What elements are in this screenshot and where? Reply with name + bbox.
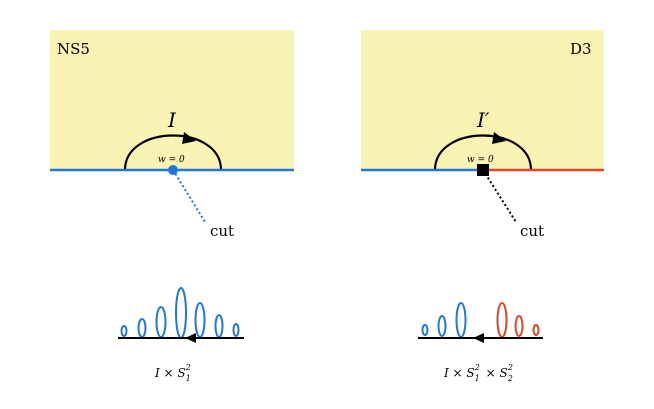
left-sphere-fibration [120, 287, 240, 339]
left-loop-4 [175, 287, 187, 339]
right-sphere-fibration-red [496, 302, 540, 338]
left-loop-3 [155, 306, 167, 338]
right-blue-loop-3 [455, 302, 467, 338]
left-contour-label: I [167, 108, 177, 132]
left-brane-label: NS5 [57, 40, 90, 58]
left-branch-cut [172, 169, 206, 223]
right-red-loop-2 [514, 315, 524, 337]
left-loop-6 [214, 314, 224, 338]
left-interval-arrowhead [185, 333, 196, 343]
right-red-loop-1 [496, 302, 508, 338]
right-branch-cut [482, 169, 517, 223]
right-contour-arc [433, 134, 533, 171]
right-origin-marker [477, 164, 489, 176]
left-upper-half-plane [50, 30, 294, 170]
right-upper-half-plane [361, 30, 604, 170]
right-blue-loop-2 [437, 315, 447, 337]
right-contour-arrowhead [492, 132, 506, 144]
left-cut-label: cut [210, 222, 234, 240]
left-loop-1 [120, 325, 128, 337]
right-sphere-fibration-blue [421, 302, 467, 338]
right-red-loop-3 [532, 324, 540, 336]
left-caption: I × S12 [154, 363, 191, 383]
left-loop-2 [137, 318, 147, 338]
right-blue-loop-1 [421, 324, 429, 336]
left-contour-arc [123, 134, 223, 171]
right-contour-label: I′ [476, 108, 490, 132]
left-panel: NS5 I w = 0 cut I × S12 [50, 30, 294, 383]
left-loop-7 [232, 323, 240, 337]
right-panel: D3 I′ w = 0 cut I × S12 × S22 [361, 30, 604, 383]
left-origin-label: w = 0 [158, 155, 185, 165]
left-loop-5 [194, 302, 206, 338]
right-cut-label: cut [520, 222, 544, 240]
left-origin-marker [168, 165, 178, 175]
right-caption: I × S12 × S22 [443, 363, 513, 383]
right-origin-label: w = 0 [467, 155, 494, 165]
right-brane-label: D3 [570, 40, 592, 58]
left-contour-arrowhead [182, 132, 196, 144]
right-interval-arrowhead [473, 333, 484, 343]
